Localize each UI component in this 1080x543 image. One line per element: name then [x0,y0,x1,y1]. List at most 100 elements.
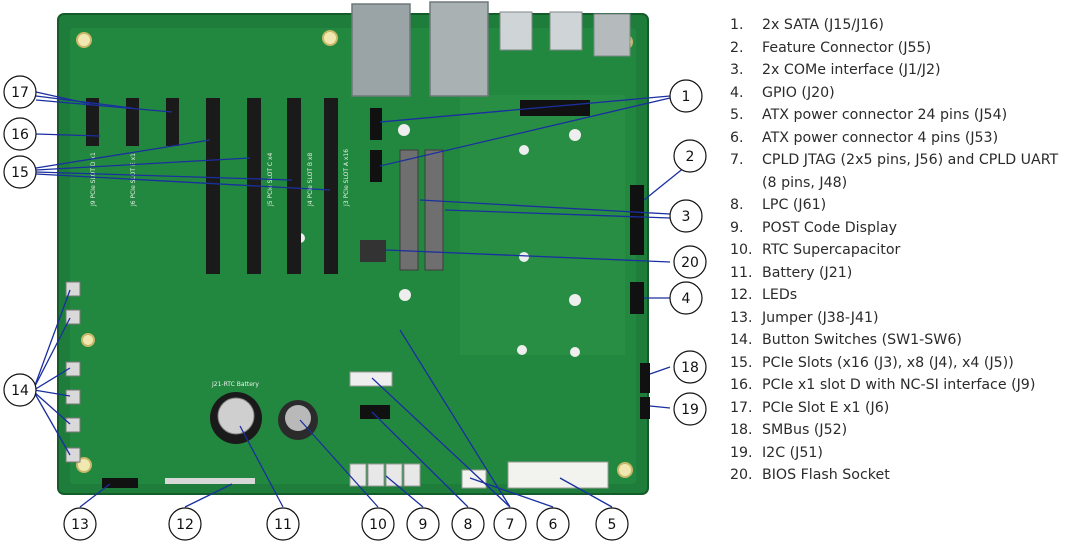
top-io-connectors [351,1,631,97]
legend-number: 11. [730,264,753,281]
legend-number: 18. [730,422,753,438]
legend-number: 19. [730,444,753,461]
callout-number-11: 11 [274,517,292,533]
callout-circle-4 [669,281,703,315]
legend-text: PCIe Slot E x1 (J6) [762,399,890,416]
callout-number-13: 13 [71,517,89,533]
callout-number-5: 5 [608,517,617,533]
callout-number-1: 1 [682,89,691,105]
board-holes-white [295,124,581,357]
callout-circle-5 [595,507,629,541]
legend-item: 4.GPIO (J20) [730,82,1075,105]
callout-number-14: 14 [11,383,29,399]
legend-number: 4. [730,84,744,101]
legend-text: 2x SATA (J15/J16) [762,17,884,33]
legend-item: 3. 2x COMe interface (J1/J2) [730,59,1075,82]
legend-text: ATX power connector 24 pins (J54) [762,107,1008,123]
legend-text: RTC Supercapacitor [762,242,901,258]
legend-item: 9.POST Code Display [730,217,1075,240]
callout-number-10: 10 [369,517,387,533]
callout-number-9: 9 [419,517,428,533]
legend-number: 12. [730,287,753,303]
callout-circle-12 [168,507,202,541]
pcb-board [57,13,649,495]
callout-number-19: 19 [681,402,699,418]
callout-number-2: 2 [686,149,695,165]
callout-circle-10 [361,507,395,541]
callout-circle-20 [673,245,707,279]
legend-item: 8. LPC (J61) [730,194,1075,217]
callout-number-4: 4 [682,291,691,307]
legend-text: 2x COMe interface (J1/J2) [762,62,941,78]
slot-label-d: J9 PCIe SLOT D x1 [90,152,97,207]
bios-flash-socket [360,240,386,262]
callout-number-12: 12 [176,517,194,533]
legend-number: 16. [730,377,753,393]
callout-circles [3,75,707,541]
callout-circle-15 [3,155,37,189]
legend-text: Battery (J21) [762,264,853,281]
callout-number-20: 20 [681,255,699,271]
legend-number: 20. [730,467,753,483]
legend-item: 18.SMBus (J52) [730,419,1075,442]
battery-silkscreen: J21-RTC Battery [211,381,259,388]
legend-text: LEDs [762,287,798,303]
legend-item: 19. I2C (J51) [730,442,1075,465]
callout-number-15: 15 [11,165,29,181]
legend-item: 5. ATX power connector 24 pins (J54) [730,104,1075,127]
legend-number: 5. [730,107,744,123]
legend-number: 14. [730,332,753,348]
callout-circle-6 [536,507,570,541]
legend-item: 14. Button Switches (SW1-SW6) [730,329,1075,352]
legend-number: 3. [730,62,744,78]
callout-circle-2 [673,139,707,173]
legend-item: 7. CPLD JTAG (2x5 pins, J56) and CPLD UAR… [730,149,1075,194]
legend-item: 11. Battery (J21) [730,262,1075,285]
legend-item: 20.BIOS Flash Socket [730,464,1075,487]
callout-number-16: 16 [11,127,29,143]
callout-circle-18 [673,350,707,384]
callout-number-17: 17 [11,85,29,101]
legend-text: LPC (J61) [762,197,827,213]
callout-circle-19 [673,392,707,426]
callout-circle-17 [3,75,37,109]
legend-item: 17.PCIe Slot E x1 (J6) [730,397,1075,420]
callout-lines [33,91,691,508]
legend-text: I2C (J51) [762,444,823,461]
legend-item: 15.PCIe Slots (x16 (J3), x8 (J4), x4 (J5… [730,352,1075,375]
legend-text: POST Code Display [762,219,898,236]
legend-number: 13. [730,309,753,326]
callout-circle-9 [406,507,440,541]
callout-circle-16 [3,117,37,151]
legend-number: 7. [730,152,744,168]
callout-number-7: 7 [506,517,515,533]
callout-circle-11 [266,507,300,541]
callout-circle-1 [669,79,703,113]
slot-label-a: J3 PCIe SLOT A x16 [343,149,350,207]
callout-number-3: 3 [682,209,691,225]
legend-item: 6.ATX power connector 4 pins (J53) [730,127,1075,150]
legend-number: 1. [730,17,744,33]
callout-numbers: 17 16 15 14 13 12 11 10 9 8 7 6 5 1 2 3 … [11,85,699,533]
component-legend: 1. 2x SATA (J15/J16) 2. Feature Connector … [730,14,1075,487]
come-connectors [399,149,444,271]
legend-number: 2. [730,39,744,56]
legend-text: Feature Connector (J55) [762,39,932,56]
sata-connectors [370,108,382,182]
callout-circle-14 [3,373,37,407]
legend-item: 10.RTC Supercapacitor [730,239,1075,262]
legend-number: 8. [730,197,744,213]
callout-number-6: 6 [549,517,558,533]
battery-area: J21-RTC Battery [210,381,318,444]
legend-item: 12. LEDs [730,284,1075,307]
legend-text: Button Switches (SW1-SW6) [762,332,962,348]
legend-text: Jumper (J38-J41) [762,309,879,326]
lpc-cpld-headers [349,371,393,419]
legend-item: 1. 2x SATA (J15/J16) [730,14,1075,37]
legend-text: PCIe Slots (x16 (J3), x8 (J4), x4 (J5)) [762,354,1014,371]
callout-circle-3 [669,199,703,233]
legend-text: CPLD JTAG (2x5 pins, J56) and CPLD UART … [762,152,1059,191]
legend-text: ATX power connector 4 pins (J53) [762,129,999,146]
callout-circle-13 [63,507,97,541]
